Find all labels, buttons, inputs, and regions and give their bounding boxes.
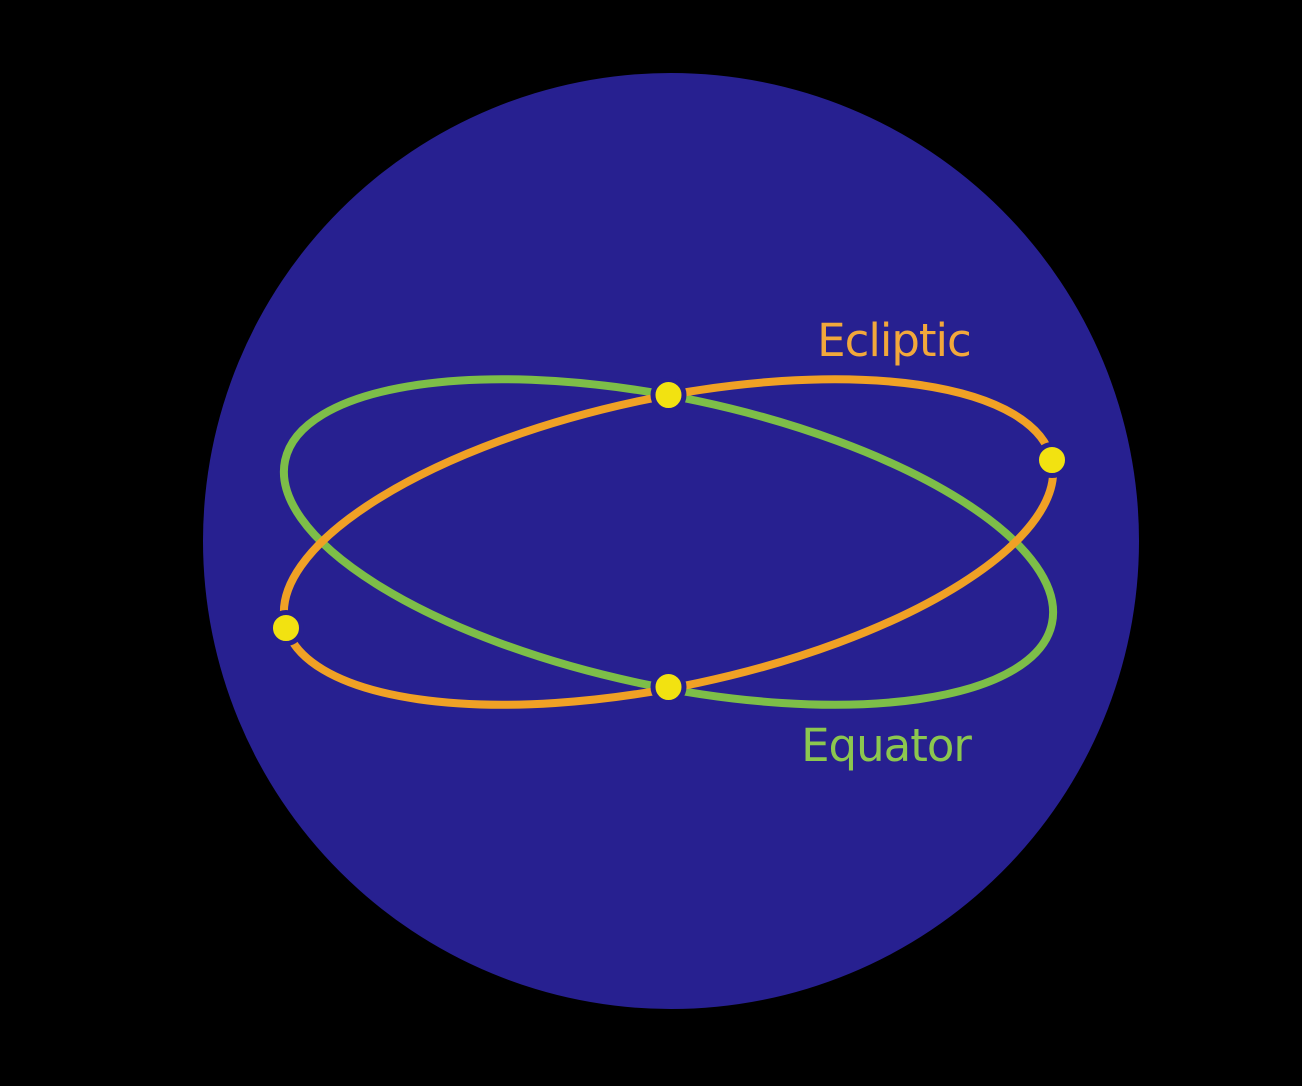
right-ecliptic-end-point <box>1034 442 1070 478</box>
bottom-intersection-point <box>650 669 687 705</box>
equator-label: Equator <box>801 719 972 772</box>
left-ecliptic-end-point <box>268 610 304 646</box>
equator-circle <box>279 375 1058 709</box>
celestial-sphere <box>203 73 1139 1009</box>
top-intersection-point <box>650 377 687 413</box>
ecliptic-label: Ecliptic <box>817 314 971 367</box>
